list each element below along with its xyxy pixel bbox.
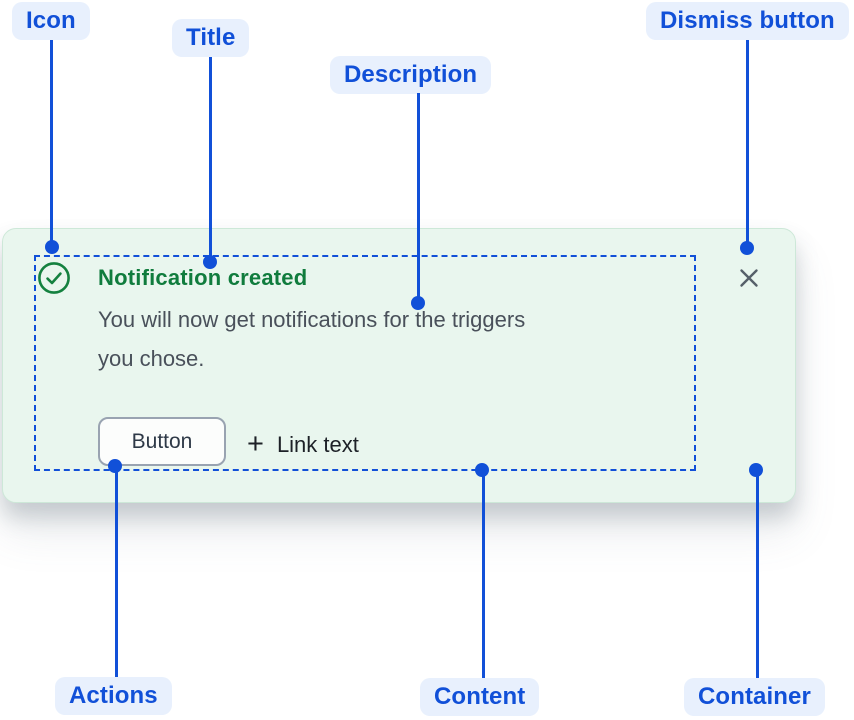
callout-dot-container (749, 463, 763, 477)
action-button[interactable]: Button (98, 417, 226, 466)
callout-line-title (209, 57, 212, 262)
notification-title: Notification created (98, 265, 308, 290)
link-label: Link text (276, 432, 359, 457)
notification-description: You will now get notifications for the t… (98, 300, 525, 378)
content-dashed-outline (34, 255, 696, 471)
callout-line-actions (115, 466, 118, 677)
label-dismiss: Dismiss button (646, 2, 849, 40)
plus-icon: + (247, 427, 264, 460)
callout-line-container (756, 470, 759, 678)
callout-line-icon (50, 40, 53, 246)
callout-line-dismiss (746, 40, 749, 248)
description-line-1: You will now get notifications for the t… (98, 307, 526, 332)
callout-line-description (417, 93, 420, 303)
label-container: Container (684, 678, 825, 716)
callout-dot-actions (108, 459, 122, 473)
label-description: Description (330, 56, 492, 94)
description-line-2: you chose. (98, 346, 205, 371)
callout-dot-description (411, 296, 425, 310)
notification-container: Notification created You will now get no… (2, 228, 796, 503)
label-actions: Actions (55, 677, 172, 715)
label-icon: Icon (12, 2, 90, 40)
callout-dot-icon (45, 240, 59, 254)
success-check-circle-icon (37, 261, 71, 295)
x-icon (737, 266, 761, 290)
label-content: Content (420, 678, 540, 716)
callout-dot-dismiss (740, 241, 754, 255)
callout-dot-content (475, 463, 489, 477)
label-title: Title (172, 19, 250, 57)
dismiss-button[interactable] (729, 260, 769, 296)
callout-dot-title (203, 255, 217, 269)
callout-line-content (482, 470, 485, 678)
link-action[interactable]: + Link text (247, 424, 359, 466)
